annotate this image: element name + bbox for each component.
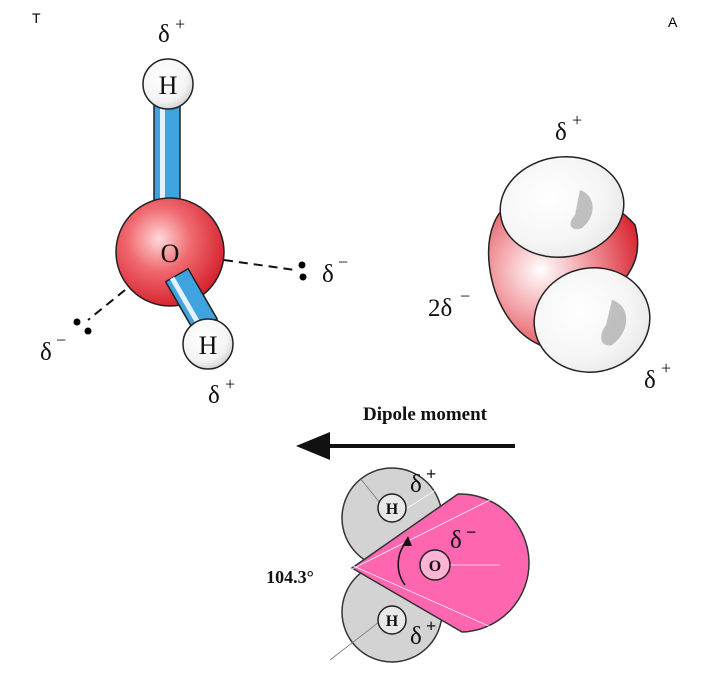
lone-pair-left	[73, 318, 92, 335]
charge-dipole-h-top: δ +	[410, 464, 436, 498]
svg-text:H: H	[386, 501, 399, 518]
bond-oh-top	[153, 99, 181, 213]
charge-lone-pair-left: δ −	[40, 330, 66, 366]
ball-and-stick-model: O H H δ + δ − δ − δ +	[40, 14, 348, 409]
hydrogen-symbol-bottom: H	[199, 331, 218, 360]
dipole-moment-label: Dipole moment	[363, 404, 488, 425]
svg-text:−: −	[460, 286, 470, 306]
charge-dipole-h-bottom: δ +	[410, 616, 436, 650]
svg-text:−: −	[466, 522, 476, 542]
svg-text:+: +	[572, 110, 582, 130]
svg-text:+: +	[175, 14, 185, 34]
hydrogen-atom-bottom	[182, 318, 234, 370]
charge-sf-bottom: δ +	[644, 358, 671, 394]
svg-text:δ: δ	[555, 119, 567, 146]
lone-pair-right	[298, 261, 307, 281]
charge-h-top: δ +	[158, 14, 185, 48]
oxygen-atom	[115, 197, 225, 307]
space-filling-hydrogen-top	[499, 155, 625, 259]
panel-label-right: A	[668, 14, 678, 30]
space-filling-model: δ + 2δ − δ +	[428, 110, 671, 394]
oxygen-symbol: O	[161, 239, 180, 268]
svg-text:δ: δ	[450, 527, 462, 554]
bond-angle-label: 104.3°	[266, 567, 314, 587]
svg-text:δ: δ	[158, 21, 170, 48]
svg-text:−: −	[338, 252, 348, 272]
svg-text:δ: δ	[410, 471, 422, 498]
svg-text:H: H	[386, 613, 399, 630]
dipole-arrow	[296, 432, 515, 460]
h-atom-bottom	[377, 605, 407, 635]
svg-text:δ: δ	[322, 261, 334, 288]
h-atom-top	[377, 493, 407, 523]
o-atom	[419, 549, 451, 581]
svg-text:−: −	[56, 330, 66, 350]
svg-text:δ: δ	[208, 382, 220, 409]
svg-text:+: +	[661, 358, 671, 378]
lone-pair-bond-left	[87, 289, 126, 321]
svg-text:O: O	[429, 558, 441, 575]
space-filling-hydrogen-bottom	[533, 267, 651, 373]
svg-text:δ: δ	[410, 623, 422, 650]
charge-dipole-oxygen: δ −	[450, 522, 476, 554]
charge-sf-top: δ +	[555, 110, 582, 146]
svg-text:+: +	[225, 374, 235, 394]
lone-pair-bond-right	[223, 259, 296, 271]
hydrogen-symbol-top: H	[159, 71, 178, 100]
svg-text:+: +	[426, 616, 436, 636]
charge-h-bottom: δ +	[208, 374, 235, 409]
svg-text:2δ: 2δ	[428, 295, 452, 322]
svg-text:δ: δ	[40, 339, 52, 366]
charge-sf-oxygen: 2δ −	[428, 286, 470, 322]
svg-text:+: +	[426, 464, 436, 484]
svg-text:δ: δ	[644, 367, 656, 394]
dipole-diagram: Dipole moment H H O	[266, 404, 530, 663]
panel-label-left: T	[32, 10, 41, 26]
charge-lone-pair-right: δ −	[322, 252, 348, 288]
hydrogen-atom-top	[142, 58, 194, 110]
